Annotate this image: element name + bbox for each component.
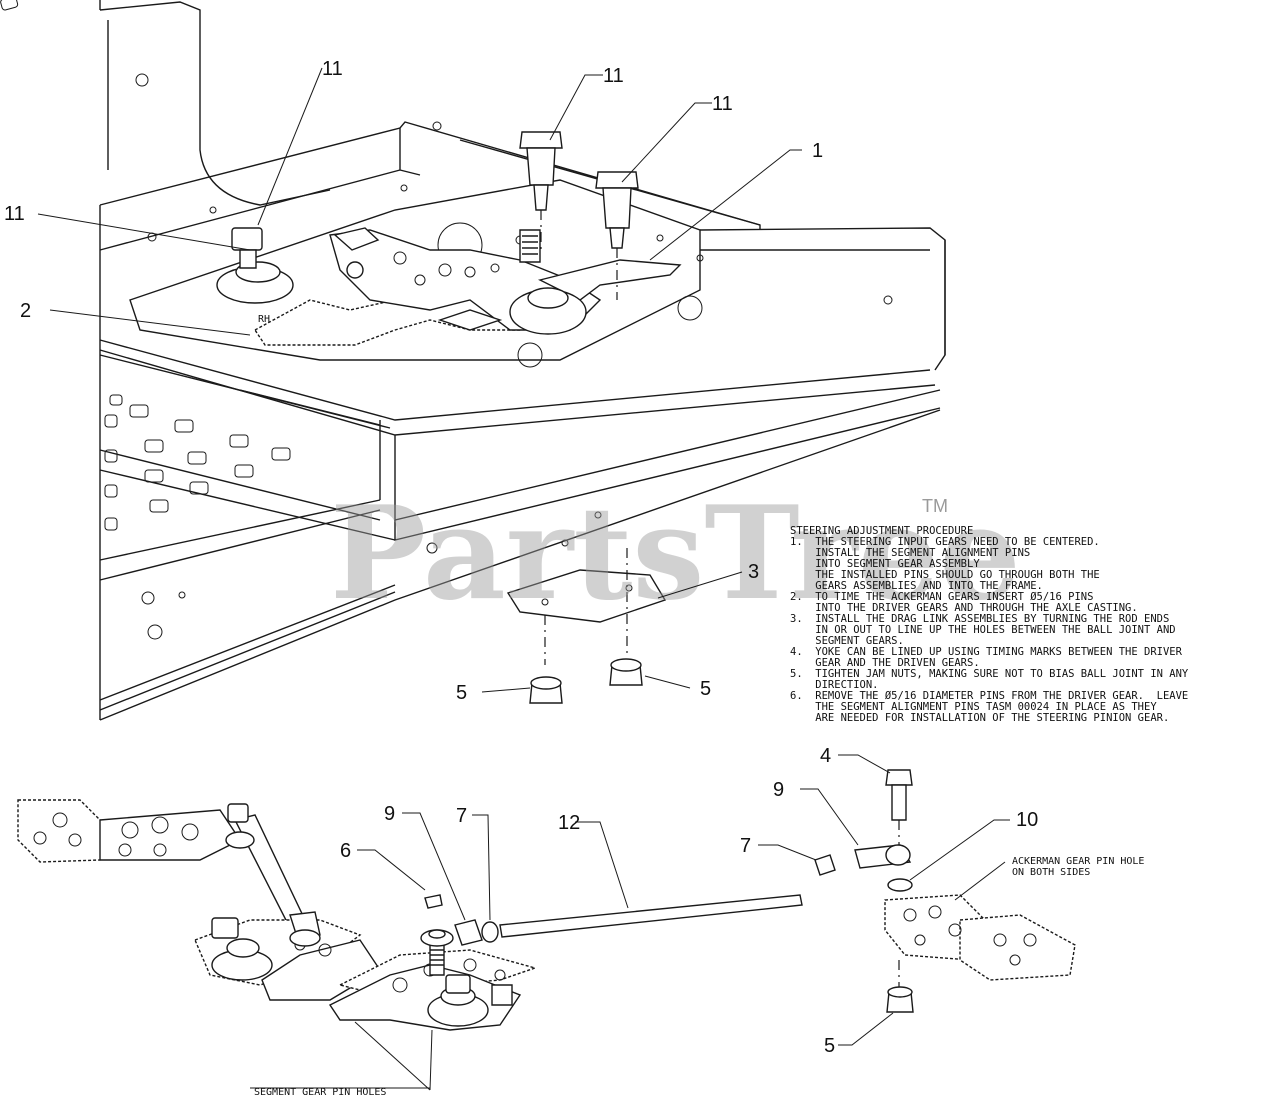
callout-4: 4 (820, 745, 831, 767)
segment-pin-hole-leaders (250, 1021, 433, 1091)
watermark: PartsTree (330, 479, 1021, 629)
procedure-line: INTO SEGMENT GEAR ASSEMBLY (790, 558, 980, 570)
lower-segment-gear-assembly (194, 911, 538, 1031)
procedure-line: SEGMENT GEARS. (790, 635, 904, 647)
procedure-line: 1. THE STEERING INPUT GEARS NEED TO BE C… (790, 536, 1100, 548)
callout-5: 5 (456, 682, 467, 704)
drag-link-12-assembly (424, 854, 836, 946)
procedure-line: 2. TO TIME THE ACKERMAN GEARS INSERT Ø5/… (790, 591, 1093, 603)
callout-9: 9 (773, 779, 784, 801)
callout-11: 11 (712, 93, 733, 115)
procedure-line: IN OR OUT TO LINE UP THE HOLES BETWEEN T… (790, 624, 1176, 636)
callout-3: 3 (748, 561, 759, 583)
procedure-line: 5. TIGHTEN JAM NUTS, MAKING SURE NOT TO … (790, 668, 1189, 680)
callout-9: 9 (384, 803, 395, 825)
callout-5: 5 (700, 678, 711, 700)
procedure-line: THE SEGMENT ALIGNMENT PINS TASM 00024 IN… (790, 701, 1157, 713)
ackerman-pin-hole-label: ACKERMAN GEAR PIN HOLE (1012, 856, 1144, 867)
callout-1: 1 (812, 140, 823, 162)
procedure-line: DIRECTION. (790, 679, 879, 691)
callout-12: 12 (558, 812, 580, 834)
frame-holes (135, 73, 893, 640)
procedure-line: 3. INSTALL THE DRAG LINK ASSEMBLIES BY T… (790, 613, 1169, 625)
procedure-line: THE INSTALLED PINS SHOULD GO THROUGH BOT… (790, 569, 1100, 581)
procedure-line: 6. REMOVE THE Ø5/16 DIAMETER PINS FROM T… (790, 690, 1188, 702)
procedure-line: 4. YOKE CAN BE LINED UP USING TIMING MAR… (790, 646, 1183, 658)
deck-perforations (0, 0, 291, 531)
ackerman-pin-hole-label: ON BOTH SIDES (1012, 867, 1090, 878)
segment-gear-pin-holes-label: SEGMENT GEAR PIN HOLES (254, 1087, 386, 1097)
callout-leaders (37, 67, 1010, 1046)
plate-3-and-nuts (506, 548, 667, 704)
procedure-title: STEERING ADJUSTMENT PROCEDURE (790, 525, 973, 537)
procedure-line: INSTALL THE SEGMENT ALIGNMENT PINS (790, 547, 1030, 559)
callout-7: 7 (456, 805, 467, 827)
watermark-tm: TM (922, 496, 948, 516)
procedure-line: GEAR AND THE DRIVEN GEARS. (790, 657, 980, 669)
callout-numbers: 11 11 11 1 11 2 3 5 5 4 9 10 6 9 7 12 7 … (4, 58, 1038, 1057)
callout-11: 11 (322, 58, 343, 80)
callout-10: 10 (1016, 809, 1038, 831)
frame-chassis (99, 0, 946, 721)
rh-marking: RH (258, 314, 270, 325)
callout-11: 11 (4, 203, 25, 225)
left-ackerman-gear (17, 799, 306, 929)
callout-2: 2 (20, 300, 31, 322)
callout-6: 6 (340, 840, 351, 862)
callout-11: 11 (603, 65, 624, 87)
steering-adjustment-procedure: STEERING ADJUSTMENT PROCEDURE 1. THE STE… (790, 525, 1189, 724)
right-ackerman-assembly (854, 769, 1076, 1013)
callout-7: 7 (740, 835, 751, 857)
procedure-line: INTO THE DRIVER GEARS AND THROUGH THE AX… (790, 602, 1138, 614)
procedure-line: GEARS ASSEMBLIES AND INTO THE FRAME. (790, 580, 1043, 592)
callout-5: 5 (824, 1035, 835, 1057)
upper-segment-gear-assembly: RH (216, 227, 682, 346)
procedure-line: ARE NEEDED FOR INSTALLATION OF THE STEER… (790, 712, 1169, 724)
